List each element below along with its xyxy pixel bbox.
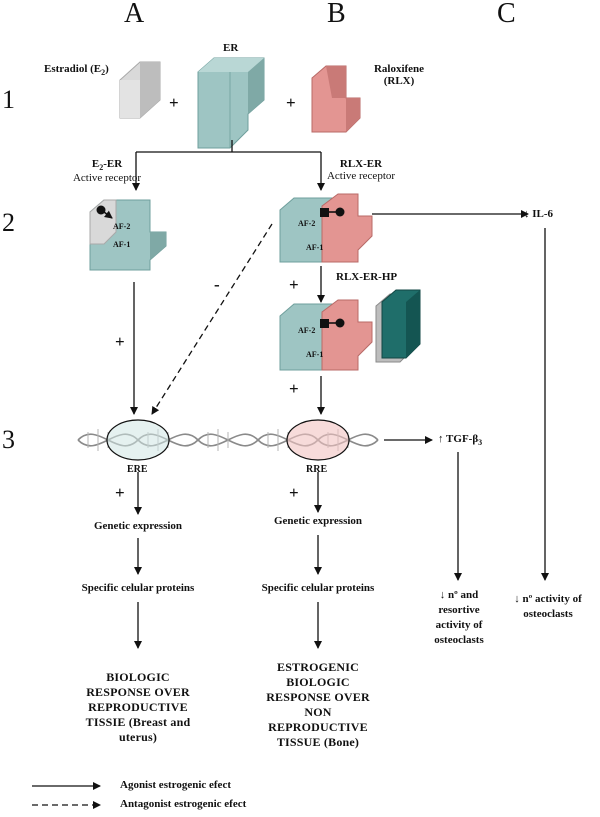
col-b-biologic-response: ESTROGENIC BIOLOGIC RESPONSE OVER NON RE… xyxy=(266,660,370,749)
rre-ellipse xyxy=(286,419,350,461)
coactivator-shape xyxy=(375,289,421,363)
plus-sign-a: + xyxy=(115,332,125,351)
minus-sign: - xyxy=(214,275,220,294)
estradiol-shape xyxy=(119,61,161,119)
column-label-b: B xyxy=(327,0,346,29)
ere-label: ERE xyxy=(127,464,148,475)
col-c-tgf-effect: ↓ nº and resortive activity of osteoclas… xyxy=(434,589,484,646)
col-b-genetic-expression: Genetic expression xyxy=(273,515,363,527)
rlxer-label: RLX-ER Active receptor xyxy=(326,158,396,182)
af1-label-rlxer: AF-1 xyxy=(306,243,324,252)
estradiol-label: Estradiol (E2) xyxy=(44,63,109,78)
column-label-a: A xyxy=(124,0,145,29)
col-a-genetic-expression: Genetic expression xyxy=(93,520,183,532)
col-a-biologic-response: BIOLOGIC RESPONSE OVER REPRODUCTIVE TISS… xyxy=(85,670,191,744)
ere-ellipse xyxy=(106,419,170,461)
plus-sign-b2: + xyxy=(289,379,299,398)
plus-sign-1: + xyxy=(169,93,179,112)
plus-sign-b1: + xyxy=(289,275,299,294)
col-c-il6-effect: ↓ nº activity of osteoclasts xyxy=(514,593,582,620)
col-a-cellular-proteins: Specific celular proteins xyxy=(81,582,195,594)
legend-agonist-label: Agonist estrogenic efect xyxy=(120,779,231,791)
il6-label: ↓ IL-6 xyxy=(524,208,554,220)
row-label-2: 2 xyxy=(2,208,15,237)
raloxifene-label: Raloxifene(RLX) xyxy=(373,63,425,87)
af2-label-rlxer: AF-2 xyxy=(298,219,316,228)
af2-label-rlxerhp: AF-2 xyxy=(298,326,316,335)
e2er-label: E2-ER Active receptor xyxy=(72,158,142,185)
col-b-cellular-proteins: Specific celular proteins xyxy=(261,582,375,594)
column-label-c: C xyxy=(497,0,516,29)
rlxerhp-complex-shape xyxy=(279,299,373,371)
plus-sign-ere: + xyxy=(115,483,125,502)
rlxerhp-label: RLX-ER-HP xyxy=(336,271,398,283)
raloxifene-shape xyxy=(311,65,361,133)
af1-label-rlxerhp: AF-1 xyxy=(306,350,324,359)
legend-antagonist-label: Antagonist estrogenic efect xyxy=(120,798,247,810)
row-label-1: 1 xyxy=(2,85,15,114)
er-label: ER xyxy=(223,42,239,54)
er-receptor-shape xyxy=(197,57,265,149)
rre-label: RRE xyxy=(306,464,328,475)
e2er-complex-shape xyxy=(89,199,167,271)
row-label-3: 3 xyxy=(2,425,15,454)
af1-label-e2er: AF-1 xyxy=(113,240,131,249)
plus-sign-rre: + xyxy=(289,483,299,502)
af2-label-e2er: AF-2 xyxy=(113,222,131,231)
tgf-label: ↑ TGF-β3 xyxy=(438,433,483,448)
plus-sign-2: + xyxy=(286,93,296,112)
rlxer-complex-shape xyxy=(279,193,373,263)
